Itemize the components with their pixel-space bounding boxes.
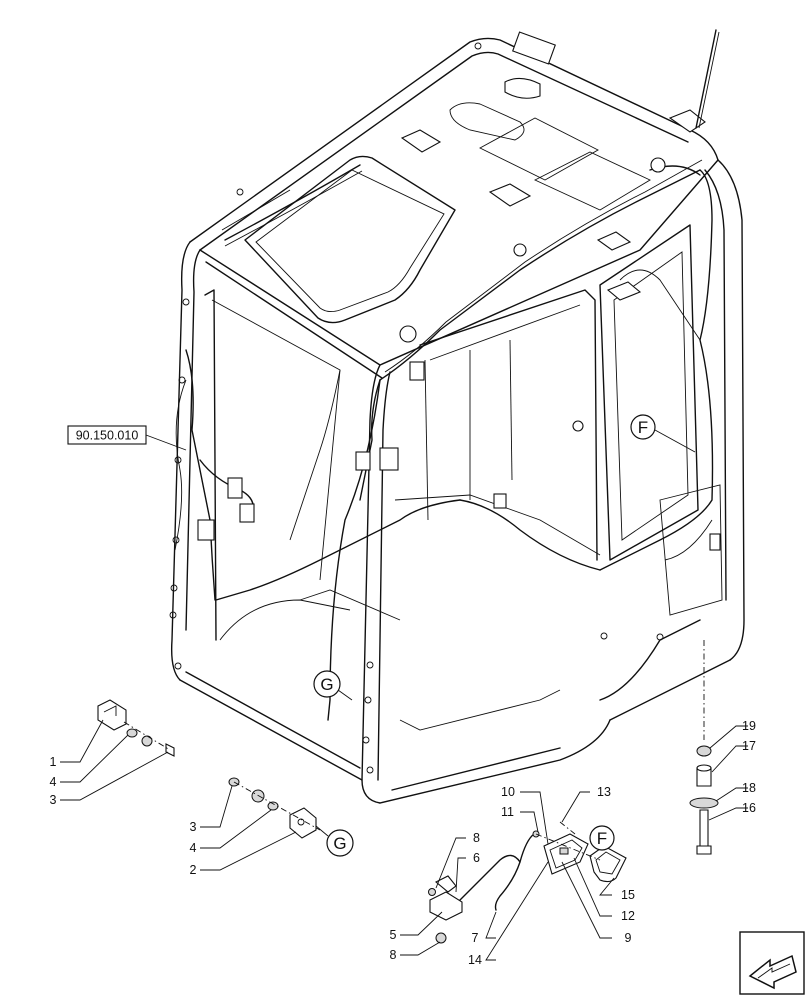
- callout-2: 2: [190, 863, 197, 877]
- callout-1: 1: [50, 755, 57, 769]
- reference-box: 90.150.010: [67, 425, 187, 451]
- cab-structure: [169, 29, 745, 804]
- ref-circle-f-main: F: [630, 414, 696, 453]
- callout-11: 11: [501, 805, 514, 819]
- callout-17: 17: [742, 739, 756, 753]
- callout-10: 10: [501, 785, 515, 799]
- callout-7: 7: [472, 931, 479, 945]
- wiring-harness: [174, 157, 721, 721]
- callout-14: 14: [468, 953, 482, 967]
- callout-4b: 4: [190, 841, 197, 855]
- callout-4: 4: [50, 775, 57, 789]
- ref-letter-g-small: G: [333, 834, 346, 853]
- parts-group-mount: 19 17 18 16: [689, 640, 756, 855]
- parts-group-left: 1 4 3: [50, 699, 175, 807]
- ref-letter-f-small: F: [597, 829, 607, 848]
- callout-5: 5: [390, 928, 397, 942]
- callout-3b: 3: [190, 820, 197, 834]
- callout-18: 18: [742, 781, 756, 795]
- callout-19: 19: [742, 719, 756, 733]
- parts-group-sensor: 8 6 5 8 10 11 13 7 14 9 12 15 F: [390, 785, 635, 967]
- callout-15: 15: [621, 888, 635, 902]
- ref-circle-g-main: G: [313, 670, 353, 701]
- ref-letter-g: G: [320, 675, 333, 694]
- callout-9: 9: [625, 931, 632, 945]
- callout-8b: 8: [390, 948, 397, 962]
- arrow-icon: [739, 931, 805, 995]
- callout-8a: 8: [473, 831, 480, 845]
- reference-box-label: 90.150.010: [76, 429, 139, 443]
- ref-letter-f: F: [638, 418, 648, 437]
- callout-3: 3: [50, 793, 57, 807]
- callout-16: 16: [742, 801, 756, 815]
- parts-group-hinge: 3 4 2 G: [190, 777, 354, 877]
- callout-6: 6: [473, 851, 480, 865]
- callout-13: 13: [597, 785, 611, 799]
- callout-12: 12: [621, 909, 635, 923]
